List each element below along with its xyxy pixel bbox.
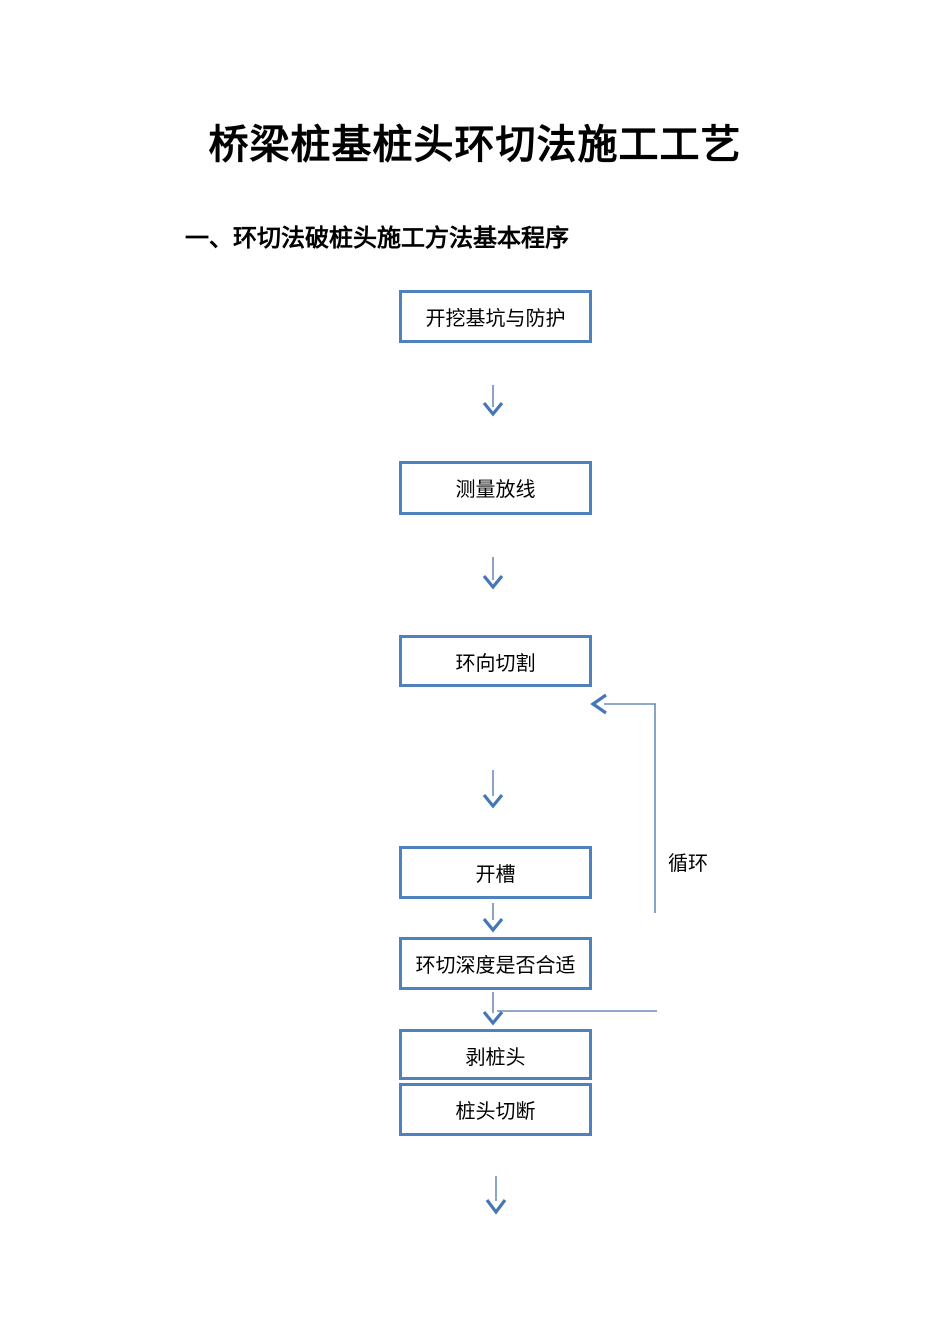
flow-box-survey-layout: 测量放线 xyxy=(399,461,592,515)
flow-box-label: 开挖基坑与防护 xyxy=(425,308,566,330)
flow-box-cut-pile-head: 桩头切断 xyxy=(399,1083,592,1136)
down-arrow-icon xyxy=(482,557,504,590)
flow-box-excavation: 开挖基坑与防护 xyxy=(399,290,592,343)
down-arrow-icon xyxy=(485,1176,507,1215)
flow-box-label: 开槽 xyxy=(475,864,516,886)
down-arrow-icon xyxy=(482,992,504,1026)
flow-box-label: 剥桩头 xyxy=(465,1047,526,1069)
flow-box-label: 环切深度是否合适 xyxy=(415,955,576,977)
down-arrow-icon xyxy=(482,770,504,809)
loop-label: 循环 xyxy=(668,853,708,875)
flow-box-label: 桩头切断 xyxy=(455,1101,536,1123)
loop-return-arrow xyxy=(590,693,656,913)
flow-box-strip-pile-head: 剥桩头 xyxy=(399,1029,592,1080)
down-arrow-icon xyxy=(482,385,504,417)
flow-box-label: 环向切割 xyxy=(455,653,536,675)
page-title: 桥梁桩基桩头环切法施工工艺 xyxy=(208,122,742,167)
flow-box-depth-check: 环切深度是否合适 xyxy=(399,937,592,990)
flow-box-ring-cutting: 环向切割 xyxy=(399,635,592,687)
down-arrow-icon xyxy=(482,903,504,933)
flow-box-grooving: 开槽 xyxy=(399,846,592,899)
flow-box-label: 测量放线 xyxy=(455,479,536,501)
section-heading: 一、环切法破桩头施工方法基本程序 xyxy=(185,225,569,252)
